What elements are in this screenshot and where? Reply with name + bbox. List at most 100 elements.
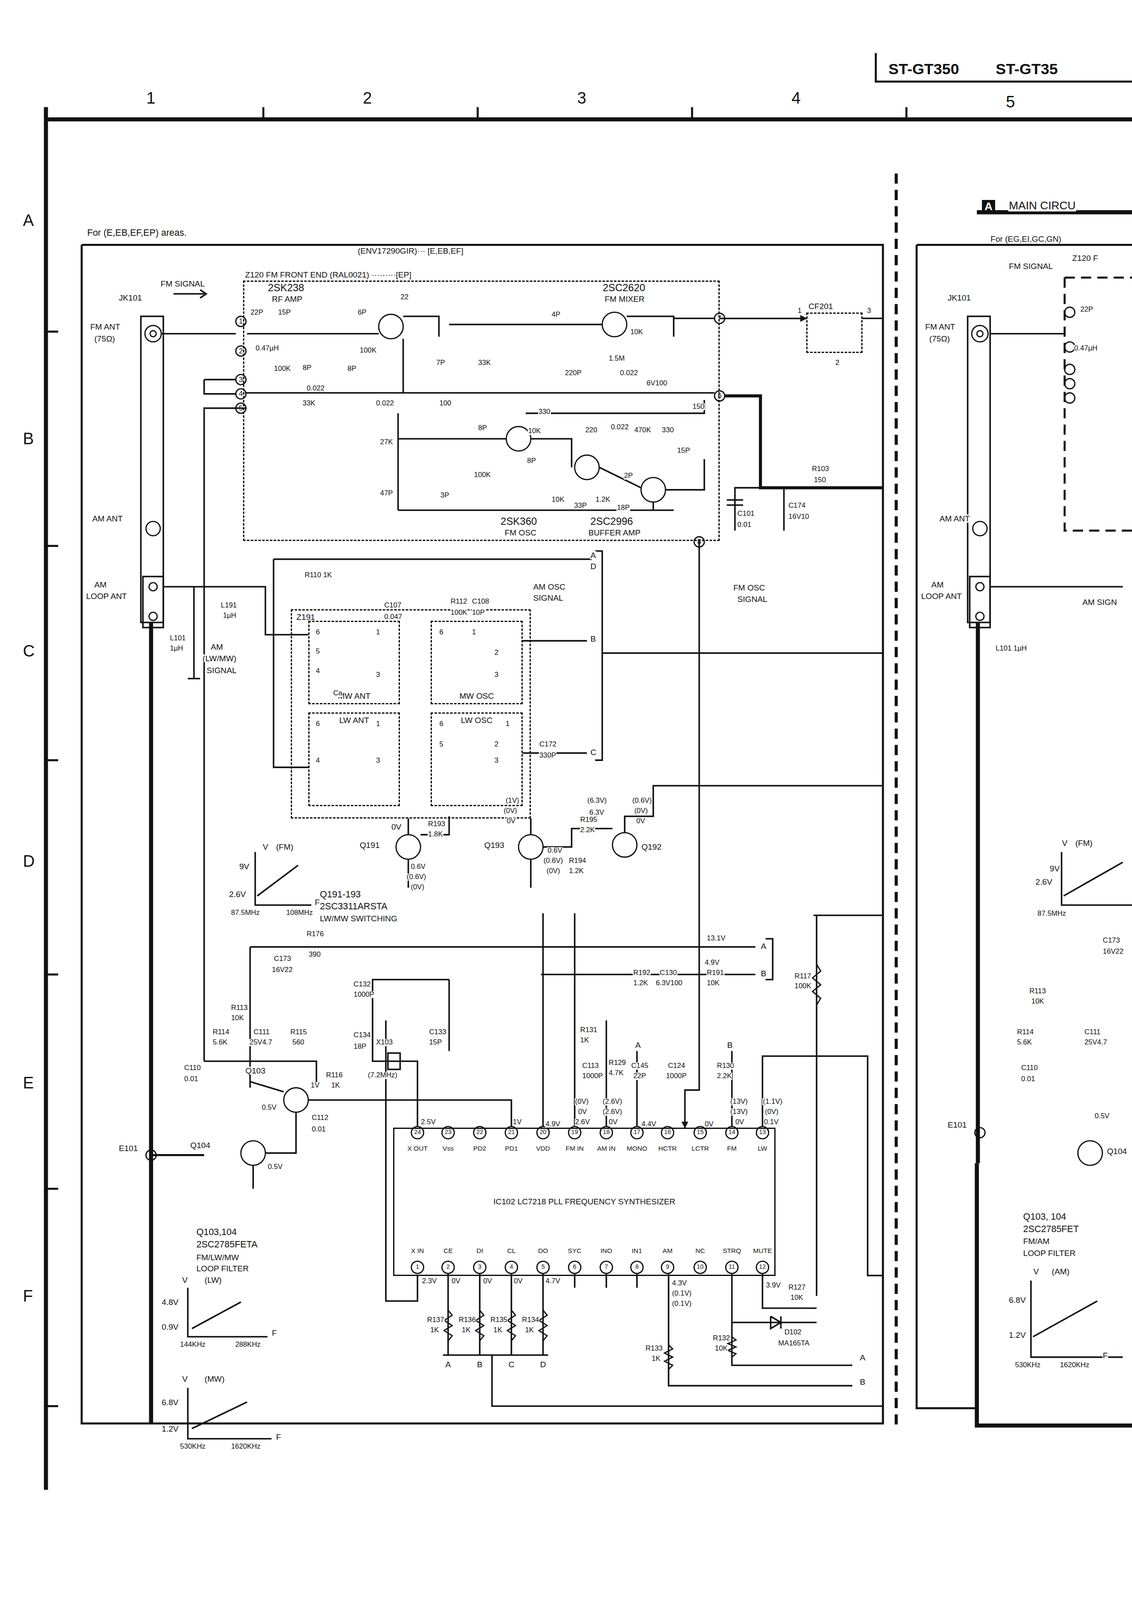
- schematic-label: 4: [315, 757, 321, 765]
- wire: [448, 979, 451, 1052]
- schematic-label: 22P: [1079, 306, 1094, 314]
- wire: [46, 330, 59, 333]
- schematic-label: 13: [758, 1129, 767, 1135]
- schematic-label: 150: [691, 403, 705, 411]
- schematic-label: R113: [230, 1004, 249, 1012]
- schematic-label: C111: [1083, 1028, 1101, 1037]
- schematic-label: 1: [145, 89, 156, 107]
- schematic-label: 5: [1005, 93, 1016, 111]
- schematic-label: FM SIGNAL: [160, 279, 206, 288]
- terminal-symbol: [640, 477, 666, 502]
- schematic-label: 4.9V: [544, 1120, 561, 1129]
- schematic-label: 330: [538, 408, 551, 416]
- schematic-label: HCTR: [657, 1145, 678, 1153]
- wire: [726, 504, 744, 507]
- schematic-label: 20: [539, 1129, 548, 1135]
- terminal-symbol: [235, 316, 247, 327]
- schematic-label: 18P: [616, 504, 631, 512]
- wire: [530, 438, 572, 468]
- schematic-label: 2.2K: [716, 1072, 733, 1080]
- schematic-label: MAIN CIRCU: [1008, 199, 1077, 212]
- wire: [529, 818, 532, 835]
- schematic-label: (75Ω): [93, 334, 116, 343]
- wire: [476, 107, 479, 120]
- wire: [542, 913, 545, 1127]
- schematic-label: 0.5V: [261, 1104, 277, 1112]
- schematic-label: 1K: [579, 1036, 590, 1045]
- schematic-label: 0V: [451, 1277, 461, 1286]
- wire: [602, 652, 883, 655]
- schematic-label: D: [22, 853, 36, 870]
- terminal-symbol: [661, 1126, 674, 1139]
- schematic-label: 0V: [635, 817, 646, 826]
- schematic-label: A: [760, 942, 768, 951]
- schematic-label: 1.8K: [427, 830, 443, 839]
- wire: [407, 818, 410, 835]
- schematic-label: LOOP FILTER: [1022, 1249, 1077, 1258]
- wire: [976, 1163, 1132, 1426]
- schematic-label: D102: [784, 1328, 802, 1337]
- wire: [626, 316, 674, 337]
- schematic-label: Q103,104: [196, 1227, 238, 1238]
- schematic-label: AM IN: [596, 1145, 616, 1153]
- schematic-label: 10K: [714, 1345, 729, 1353]
- schematic-label: 3: [494, 671, 499, 679]
- wire: [46, 544, 59, 548]
- schematic-label: Q104: [1106, 1147, 1128, 1156]
- wire: [538, 1310, 548, 1341]
- schematic-label: R110 1K: [303, 571, 333, 580]
- schematic-label: 1000P: [353, 991, 375, 999]
- schematic-label: C172: [538, 741, 557, 749]
- schematic-label: 2SC2785FETA: [196, 1240, 258, 1250]
- wire: [193, 586, 195, 679]
- wire: [447, 1273, 449, 1355]
- wire: [188, 677, 201, 680]
- schematic-label: AM: [662, 1247, 673, 1255]
- schematic-label: 530KHz: [179, 1443, 206, 1451]
- wire: [46, 1187, 59, 1190]
- schematic-label: 0.022: [619, 369, 639, 377]
- schematic-label: 33P: [573, 502, 588, 510]
- schematic-label: 220P: [564, 369, 582, 377]
- schematic-label: 11: [728, 1263, 736, 1270]
- schematic-label: Q104: [189, 1141, 211, 1150]
- terminal-symbol: [150, 330, 157, 337]
- schematic-label: (0V): [410, 883, 425, 892]
- terminal-symbol: [612, 832, 637, 857]
- schematic-label: 25V4.7: [1083, 1039, 1108, 1047]
- schematic-label: (FM): [275, 842, 294, 852]
- wire: [573, 1273, 576, 1289]
- schematic-label: L101: [169, 634, 186, 643]
- schematic-label: 15: [696, 1129, 704, 1135]
- schematic-label: 47P: [379, 489, 394, 498]
- schematic-label: 1000P: [581, 1072, 604, 1080]
- wire: [188, 1288, 268, 1338]
- schematic-label: 4: [238, 390, 244, 398]
- schematic-label: LOOP ANT: [920, 592, 962, 601]
- schematic-label: 144KHz: [179, 1341, 206, 1349]
- terminal-symbol: [442, 1261, 455, 1274]
- schematic-label: 0.022: [306, 385, 325, 393]
- wire: [204, 379, 236, 381]
- schematic-label: 530KHz: [1014, 1361, 1042, 1370]
- schematic-label: C133: [428, 1028, 447, 1037]
- schematic-label: 0V: [513, 1277, 524, 1286]
- schematic-label: R113: [1028, 987, 1047, 996]
- schematic-label: 1.2K: [568, 867, 584, 875]
- wire: [191, 1402, 247, 1429]
- module-name: CF201: [807, 302, 834, 311]
- wire: [492, 1355, 884, 1407]
- schematic-label: R137: [426, 1316, 445, 1324]
- wire: [726, 499, 744, 501]
- schematic-label: 1: [238, 318, 244, 326]
- wire: [507, 1310, 516, 1341]
- schematic-label: 10: [696, 1263, 704, 1270]
- wire: [385, 1020, 418, 1301]
- module-outline: MW OSC: [430, 620, 523, 705]
- terminal-symbol: [145, 1149, 157, 1161]
- schematic-label: 1K: [524, 1326, 535, 1335]
- module-outline: MW ANT: [308, 620, 400, 705]
- schematic-label: 22P: [632, 1072, 647, 1080]
- schematic-label: VDD: [535, 1145, 551, 1153]
- terminal-symbol: [631, 1261, 644, 1274]
